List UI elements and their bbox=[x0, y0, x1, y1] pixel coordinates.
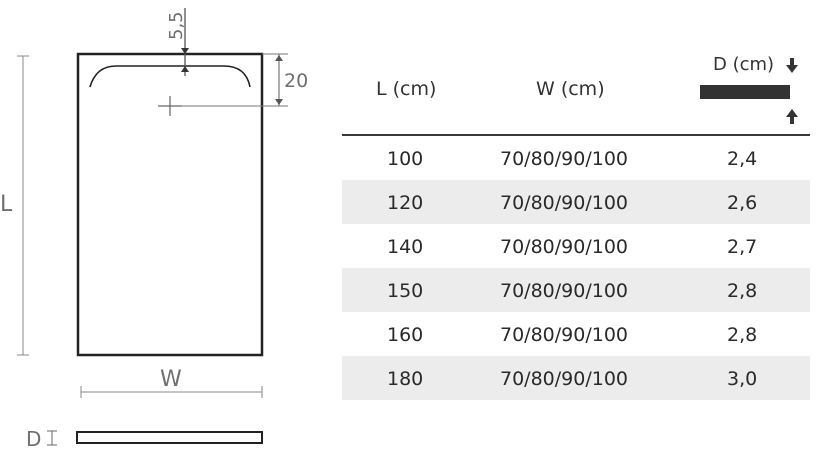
dim-top-offset-label: 5,5 bbox=[166, 11, 187, 40]
tray-side-profile bbox=[76, 431, 263, 444]
dim-width-label: W bbox=[160, 367, 182, 392]
depth-arrow-up-icon bbox=[786, 109, 798, 124]
shower-tray-drawing: 5,5 20 L W D bbox=[0, 8, 308, 451]
dim-top-arrow-down bbox=[181, 48, 189, 54]
tray-rim-curve bbox=[89, 65, 251, 88]
cell-width: 70/80/90/100 bbox=[500, 192, 628, 214]
dim-length-label: L bbox=[0, 192, 13, 217]
cell-length: 150 bbox=[387, 280, 424, 302]
cell-length: 120 bbox=[387, 192, 424, 214]
cell-length: 160 bbox=[387, 324, 424, 346]
table-row: 180 70/80/90/100 3,0 bbox=[342, 356, 810, 400]
cell-width: 70/80/90/100 bbox=[500, 148, 628, 170]
tray-outline bbox=[76, 52, 264, 357]
table-body: 100 70/80/90/100 2,4 120 70/80/90/100 2,… bbox=[342, 136, 810, 400]
dimensions-table: L (cm) W (cm) D (cm) 100 70/80/90/100 2,… bbox=[342, 48, 810, 400]
table-row: 150 70/80/90/100 2,8 bbox=[342, 268, 810, 312]
cell-length: 100 bbox=[387, 148, 424, 170]
depth-bar-icon bbox=[700, 85, 790, 99]
cell-width: 70/80/90/100 bbox=[500, 280, 628, 302]
cell-depth: 2,4 bbox=[727, 148, 758, 170]
cell-depth: 2,8 bbox=[727, 324, 758, 346]
dim-drain-arrow-up bbox=[275, 55, 283, 61]
table-header: L (cm) W (cm) D (cm) bbox=[342, 48, 810, 136]
cell-depth: 2,7 bbox=[727, 236, 758, 258]
table-row: 160 70/80/90/100 2,8 bbox=[342, 312, 810, 356]
table-row: 120 70/80/90/100 2,6 bbox=[342, 180, 810, 224]
cell-length: 180 bbox=[387, 368, 424, 390]
cell-length: 140 bbox=[387, 236, 424, 258]
table-row: 100 70/80/90/100 2,4 bbox=[342, 136, 810, 180]
dim-drain-arrow-down bbox=[275, 99, 283, 105]
header-length: L (cm) bbox=[376, 78, 437, 100]
dim-depth-label: D bbox=[26, 427, 41, 451]
header-depth: D (cm) bbox=[713, 54, 775, 75]
dim-drain-offset-label: 20 bbox=[284, 70, 308, 92]
depth-arrow-down-icon bbox=[786, 58, 798, 73]
cell-depth: 3,0 bbox=[727, 368, 758, 390]
cell-width: 70/80/90/100 bbox=[500, 324, 628, 346]
cell-depth: 2,6 bbox=[727, 192, 758, 214]
table-row: 140 70/80/90/100 2,7 bbox=[342, 224, 810, 268]
cell-width: 70/80/90/100 bbox=[500, 368, 628, 390]
cell-width: 70/80/90/100 bbox=[500, 236, 628, 258]
dim-top-arrow-up bbox=[181, 66, 189, 72]
cell-depth: 2,8 bbox=[727, 280, 758, 302]
header-width: W (cm) bbox=[536, 78, 605, 100]
